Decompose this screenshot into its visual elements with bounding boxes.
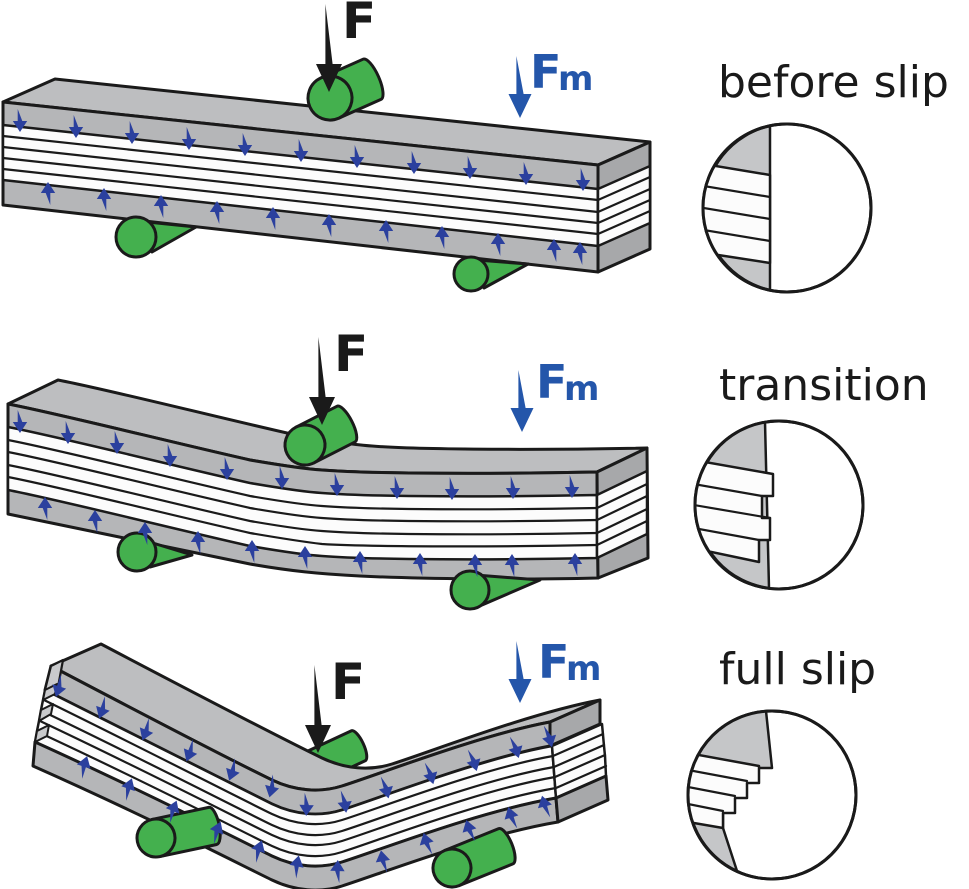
panel-full-slip: F F m full slip <box>31 635 876 889</box>
support-roller-left <box>114 215 198 259</box>
inset-layer-lines <box>703 181 772 243</box>
left-end-sliver <box>38 703 54 722</box>
inset-layers-staircase <box>688 751 761 830</box>
support-roller-left <box>135 805 222 859</box>
layer-stack-end <box>596 164 652 248</box>
layer-stack-end <box>595 469 649 560</box>
panel-before-slip: F F m before slip <box>1 0 949 294</box>
layer-line-end <box>596 175 652 236</box>
applied-force: F <box>305 653 365 753</box>
inset-lens-rim <box>693 419 865 591</box>
cross-section-inset <box>701 122 873 294</box>
magnet-arrow-icon <box>508 56 532 118</box>
roller-face <box>135 817 177 859</box>
layer-line <box>1 134 600 236</box>
magnetic-force: F m <box>508 635 601 703</box>
beam-slightly-bent <box>6 378 650 581</box>
load-roller <box>283 404 359 467</box>
magnet-label-sub: m <box>564 369 599 409</box>
magnet-label: F <box>536 355 567 409</box>
magnet-label: F <box>530 45 561 99</box>
layer-line <box>6 438 599 548</box>
end-step-lines <box>551 732 608 790</box>
force-label: F <box>331 653 365 711</box>
roller-face <box>306 74 354 122</box>
cross-section-inset <box>693 419 865 591</box>
magnetic-force: F m <box>510 355 599 432</box>
support-roller-right <box>431 827 517 889</box>
applied-force: F <box>316 0 376 92</box>
roller-face <box>452 255 490 293</box>
magnet-arrow-icon <box>508 641 532 703</box>
support-roller-right <box>449 569 542 611</box>
magnetic-force: F m <box>508 45 593 118</box>
magnet-label: F <box>538 635 569 689</box>
inset-lens-rim <box>701 122 873 294</box>
roller-face <box>431 847 473 889</box>
panel-transition: F F m transition <box>6 325 929 611</box>
end-face-bottom-step <box>554 774 610 824</box>
panel-caption: before slip <box>718 57 949 108</box>
magnet-label-sub: m <box>566 649 601 689</box>
support-roller-right <box>452 255 530 293</box>
roller-face <box>116 531 158 573</box>
roller-face <box>283 423 327 467</box>
magnet-label-sub: m <box>558 59 593 99</box>
roller-face <box>449 569 491 611</box>
force-label: F <box>342 0 376 50</box>
applied-force: F <box>309 325 368 425</box>
layer-line <box>36 698 558 858</box>
panel-caption: full slip <box>719 644 876 695</box>
roller-face <box>114 215 158 259</box>
cross-section-inset <box>686 709 858 881</box>
force-arrow-icon <box>305 665 331 753</box>
beam-straight <box>1 77 652 274</box>
left-end-sliver <box>34 724 50 743</box>
force-label: F <box>334 325 368 383</box>
inset-layer-lines <box>688 768 749 813</box>
inset-lens-rim <box>686 709 858 881</box>
panel-caption: transition <box>719 360 929 411</box>
layer-line-end <box>595 482 649 547</box>
magnet-arrow-icon <box>510 370 534 432</box>
